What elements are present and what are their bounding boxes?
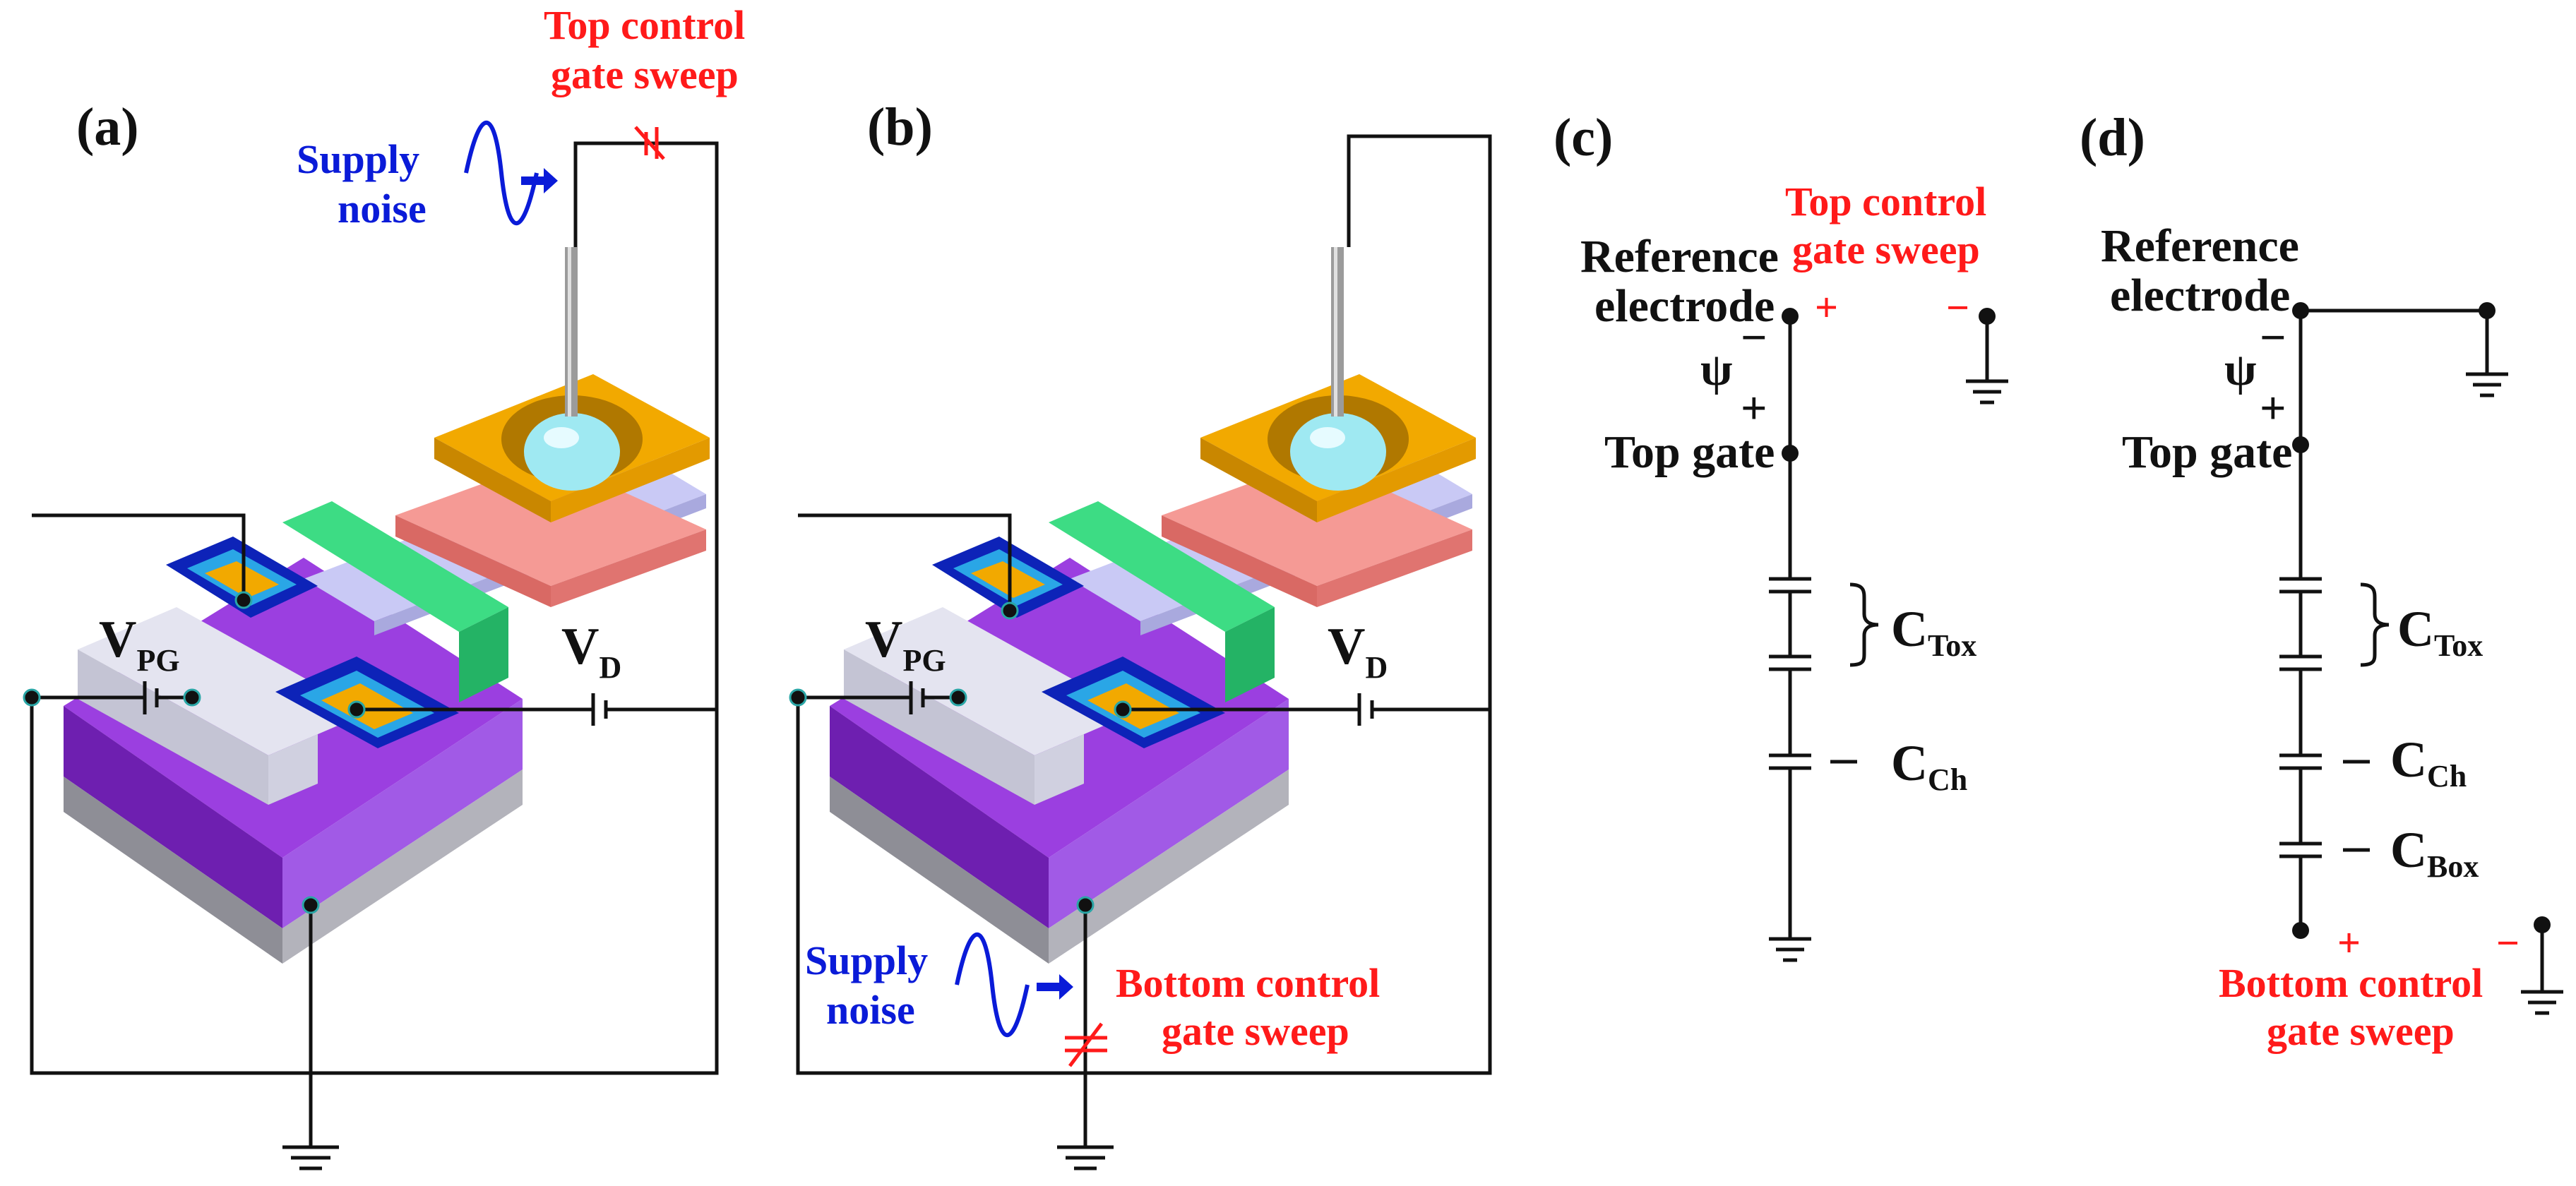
d-bottom-sweep-line1: Bottom control xyxy=(2219,960,2483,1006)
d-minus: − xyxy=(2496,920,2520,966)
c-psi-plus: + xyxy=(1741,383,1767,434)
a-supply-line1: Supply xyxy=(297,136,419,182)
device-b xyxy=(830,247,1476,964)
c-ref-line1: Reference xyxy=(1580,231,1779,282)
c-psi: ψ xyxy=(1700,344,1732,395)
d-cbox-label: CBox xyxy=(2390,822,2479,884)
a-vpg-label: VPG xyxy=(99,611,180,678)
d-top-gate: Top gate xyxy=(2122,426,2292,478)
panel-a-label: (a) xyxy=(76,97,139,157)
a-top-sweep-line2: gate sweep xyxy=(551,52,739,97)
d-psi-plus: + xyxy=(2260,383,2286,434)
panel-b-wiring xyxy=(789,134,1492,1170)
c-ctox-label: CTox xyxy=(1891,601,1976,663)
d-plus: + xyxy=(2337,920,2361,966)
d-ref-line1: Reference xyxy=(2101,220,2299,272)
b-supply-line1: Supply xyxy=(805,938,928,983)
d-psi-minus: − xyxy=(2260,312,2286,364)
panel-d-circuit xyxy=(2279,302,2563,1015)
d-cch-label: CCh xyxy=(2390,731,2467,793)
panel-c-circuit xyxy=(1769,308,2008,962)
b-bottom-sweep-line1: Bottom control xyxy=(1116,960,1380,1006)
c-psi-minus: − xyxy=(1741,312,1767,364)
a-vd-label: VD xyxy=(561,618,621,685)
a-supply-line2: noise xyxy=(338,186,427,232)
c-plus: + xyxy=(1815,284,1838,330)
panel-d-label: (d) xyxy=(2080,108,2145,167)
c-cch-label: CCh xyxy=(1891,735,1967,797)
panel-a-wiring xyxy=(23,121,719,1170)
panel-c-label: (c) xyxy=(1554,108,1613,167)
c-top-sweep-line2: gate sweep xyxy=(1792,227,1980,272)
c-minus: − xyxy=(1946,284,1969,330)
c-ref-line2: electrode xyxy=(1594,280,1775,332)
b-vd-label: VD xyxy=(1328,618,1388,685)
device-a xyxy=(64,247,710,964)
c-top-gate: Top gate xyxy=(1604,426,1775,478)
b-bottom-sweep-line2: gate sweep xyxy=(1162,1008,1349,1054)
b-supply-line2: noise xyxy=(826,987,915,1033)
d-psi: ψ xyxy=(2224,344,2256,395)
d-ctox-label: CTox xyxy=(2397,601,2483,663)
panel-b-label: (b) xyxy=(867,97,933,157)
d-ref-line2: electrode xyxy=(2110,270,2290,321)
c-top-sweep-line1: Top control xyxy=(1785,179,1986,224)
b-vpg-label: VPG xyxy=(865,611,946,678)
a-top-sweep-line1: Top control xyxy=(544,2,745,48)
d-bottom-sweep-line2: gate sweep xyxy=(2267,1008,2455,1054)
